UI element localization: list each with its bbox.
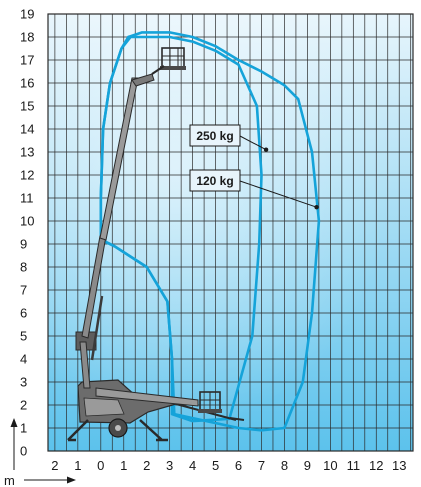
capacity-tags: 250 kg 120 kg [189, 124, 319, 210]
y-tick-label: 6 [20, 306, 27, 321]
y-tick-label: 16 [20, 76, 34, 91]
y-arrow-head [10, 418, 18, 427]
y-tick-label: 4 [20, 352, 27, 367]
y-tick-label: 12 [20, 168, 34, 183]
stowed-boom [95, 387, 199, 407]
lower-boom [79, 341, 91, 389]
x-tick-label: 9 [304, 458, 311, 473]
y-tick-label: 18 [20, 30, 34, 45]
tag-120kg [189, 169, 241, 192]
unit-label: m [4, 473, 15, 487]
basket-raised [151, 47, 186, 75]
tag-250kg [189, 124, 241, 147]
x-tick-label: 11 [347, 458, 361, 473]
x-tick-label: 1 [74, 458, 81, 473]
outrigger-right [139, 419, 168, 442]
jib [131, 73, 155, 87]
x-tick-label: 7 [258, 458, 265, 473]
y-tick-label: 15 [20, 99, 34, 114]
envelope-1 [99, 31, 321, 432]
x-tick-label: 1 [120, 458, 127, 473]
leader-dot-120kg [314, 205, 319, 210]
x-tick-label: 8 [281, 458, 288, 473]
y-tick-label: 1 [20, 421, 27, 436]
y-tick-label: 2 [20, 398, 27, 413]
leader-line-250kg [239, 135, 267, 151]
leader-line-120kg [239, 180, 317, 208]
y-tick-label: 7 [20, 283, 27, 298]
hydraulic-cylinder [90, 295, 104, 361]
x-arrow-head [67, 476, 76, 484]
y-tick-label: 10 [20, 214, 34, 229]
envelopes [99, 31, 321, 432]
y-tick-label: 14 [20, 122, 34, 137]
y-tick-label: 8 [20, 260, 27, 275]
aerial-platform-illustration [67, 47, 245, 442]
x-tick-label: 2 [143, 458, 150, 473]
x-tick-label: 6 [235, 458, 242, 473]
y-tick-label: 17 [20, 53, 34, 68]
y-tick-label: 3 [20, 375, 27, 390]
y-tick-label: 19 [20, 7, 34, 22]
x-tick-label: 10 [323, 458, 337, 473]
y-tick-label: 13 [20, 145, 34, 160]
axis-indicator: m [4, 418, 76, 487]
wheel-hub [115, 425, 121, 431]
x-tick-label: 3 [166, 458, 173, 473]
x-tick-label: 2 [51, 458, 58, 473]
tag-120kg-label: 120 kg [196, 174, 233, 188]
x-tick-label: 5 [212, 458, 219, 473]
leader-dot-250kg [263, 147, 269, 152]
x-tick-label: 13 [392, 458, 406, 473]
x-tick-label: 4 [189, 458, 196, 473]
chassis-detail [83, 397, 125, 417]
y-tick-label: 5 [20, 329, 27, 344]
outrigger-left [67, 419, 89, 442]
tag-250kg-label: 250 kg [196, 129, 233, 143]
y-tick-label: 9 [20, 237, 27, 252]
x-tick-label: 0 [97, 458, 104, 473]
basket-lowered [198, 391, 222, 413]
x-tick-label: 12 [369, 458, 383, 473]
y-tick-label: 0 [20, 444, 27, 459]
y-tick-label: 11 [20, 191, 34, 206]
